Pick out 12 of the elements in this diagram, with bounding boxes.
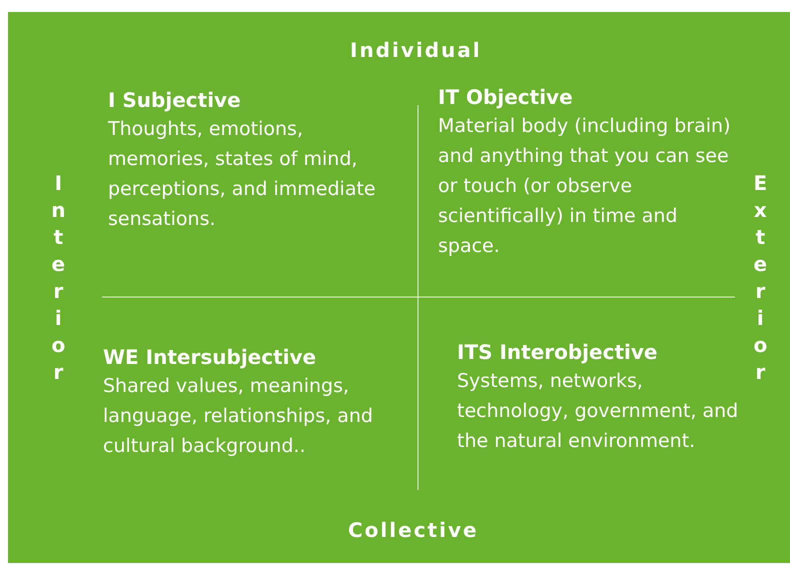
- vertical-axis-label: Exterior: [752, 170, 768, 386]
- quadrant-text: Thoughts, emotions, memories, states of mind, perceptions, and immediate sensations.: [108, 117, 377, 232]
- quadrant-heading: IT Objective: [438, 84, 574, 111]
- quadrant-text: Systems, networks, technology, government, and the natural environment.: [457, 369, 740, 454]
- axis-label: Collective: [348, 518, 479, 542]
- quadrant-heading: ITS Interobjective: [457, 339, 658, 366]
- vertical-axis-label: Interior: [50, 170, 66, 386]
- quadrant-heading: I Subjective: [108, 87, 242, 114]
- axis-label: Individual: [350, 38, 482, 62]
- quadrant-text: Shared values, meanings, language, relationships, and cultural background..: [103, 374, 374, 459]
- quadrant-text: Material body (including brain) and anything that you can see or touch (or observe scientifically) in time and space.: [438, 114, 732, 259]
- quadrant-heading: WE Intersubjective: [103, 344, 318, 371]
